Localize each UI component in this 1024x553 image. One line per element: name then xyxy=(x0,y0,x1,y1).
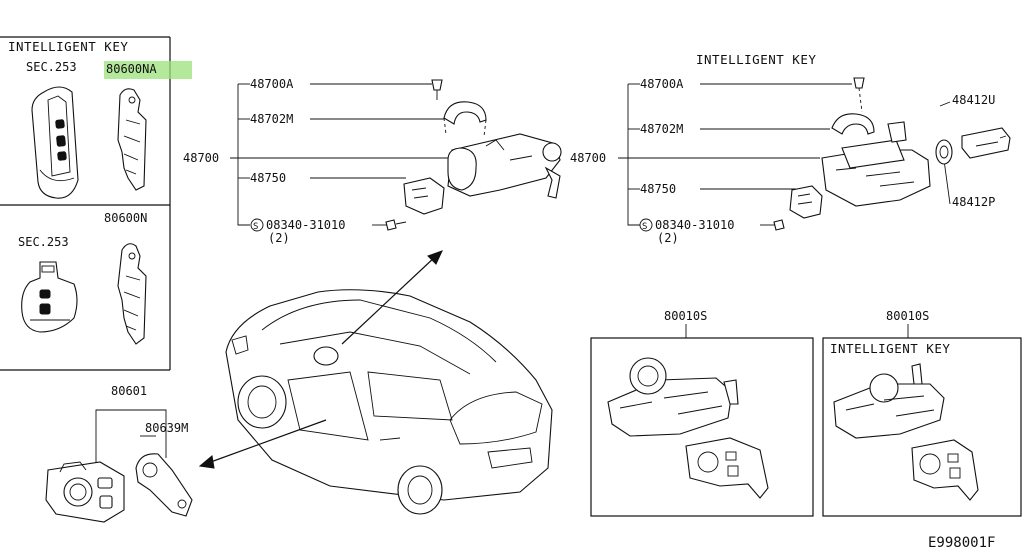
door-key-cylinder-drawing xyxy=(45,461,125,523)
key-blade-80600n-icon xyxy=(117,243,147,345)
part-80600n-label[interactable]: 80600N xyxy=(104,211,147,225)
callout-80601[interactable]: 80601 xyxy=(111,384,147,398)
highlight-marker xyxy=(104,61,192,79)
callout-80010s-right[interactable]: 80010S xyxy=(886,309,929,323)
callout-48412u[interactable]: 48412U xyxy=(952,93,995,107)
callout-48700a-center[interactable]: 48700A xyxy=(250,77,294,91)
callout-48412p[interactable]: 48412P xyxy=(952,195,995,209)
arrow-to-ignition xyxy=(341,255,437,345)
left-key-panel: INTELLIGENT KEY SEC.253 80600NA 80600N S… xyxy=(0,36,192,371)
kit-right-frame xyxy=(822,337,1022,517)
right-ignition-assembly: INTELLIGENT KEY 48700A 48702M 48700 4875… xyxy=(570,52,1011,245)
part-80600na-label[interactable]: 80600NA xyxy=(106,62,157,76)
callout-48700a-right[interactable]: 48700A xyxy=(640,77,684,91)
callout-s-glyph-center: S xyxy=(253,222,258,232)
callout-08340-31010-right[interactable]: 08340-31010 xyxy=(655,218,734,232)
diagram-code: E998001F xyxy=(928,535,995,551)
callout-s-glyph-right: S xyxy=(642,222,647,232)
kit-left-frame xyxy=(590,337,814,517)
kit-80010s-left: 80010S xyxy=(590,309,814,517)
smart-key-icon xyxy=(21,261,78,333)
callout-48750-right[interactable]: 48750 xyxy=(640,182,676,196)
callout-48700-right[interactable]: 48700 xyxy=(570,151,606,165)
kit-right-lock-drawing xyxy=(833,363,979,501)
intelligent-key-header-right: INTELLIGENT KEY xyxy=(696,52,816,67)
key-blade-80600na-icon xyxy=(117,88,147,191)
sec-253-label-bottom: SEC.253 xyxy=(18,235,69,249)
callout-48702m-center[interactable]: 48702M xyxy=(250,112,293,126)
door-lock-lever-drawing xyxy=(135,453,193,517)
right-leader-lines xyxy=(618,83,951,226)
callout-80010s-left[interactable]: 80010S xyxy=(664,309,707,323)
door-lock-leader-lines xyxy=(95,409,167,478)
sec-253-label-top: SEC.253 xyxy=(26,60,77,74)
callout-80639m[interactable]: 80639M xyxy=(145,421,188,435)
vehicle-outline-drawing xyxy=(225,289,553,515)
intelligent-key-header-left: INTELLIGENT KEY xyxy=(8,39,128,54)
kit-left-lock-drawing xyxy=(607,357,769,499)
kit-80010s-right: 80010S INTELLIGENT KEY xyxy=(822,309,1022,517)
arrowhead-to-ignition xyxy=(427,250,443,265)
center-ignition-lock-drawing xyxy=(385,79,562,231)
pointer-arrows xyxy=(198,250,443,469)
right-ignition-lock-drawing xyxy=(773,77,1011,231)
callout-48700-center[interactable]: 48700 xyxy=(183,151,219,165)
callout-qty-2-center: (2) xyxy=(268,231,290,245)
callout-48702m-right[interactable]: 48702M xyxy=(640,122,683,136)
arrow-to-door-lock xyxy=(207,419,327,464)
intelligent-key-fob-icon xyxy=(31,86,79,199)
arrowhead-to-door-lock xyxy=(198,455,215,469)
center-ignition-assembly: 48700A 48702M 48700 48750 S 08340-31010 … xyxy=(183,77,562,245)
door-key-cylinder-group: 80601 80639M xyxy=(45,384,193,523)
center-leader-lines xyxy=(230,83,460,226)
callout-08340-31010-center[interactable]: 08340-31010 xyxy=(266,218,345,232)
kit-right-header: INTELLIGENT KEY xyxy=(830,341,950,356)
callout-48750-center[interactable]: 48750 xyxy=(250,171,286,185)
callout-qty-2-right: (2) xyxy=(657,231,679,245)
callout-s-symbol-center xyxy=(250,218,264,232)
